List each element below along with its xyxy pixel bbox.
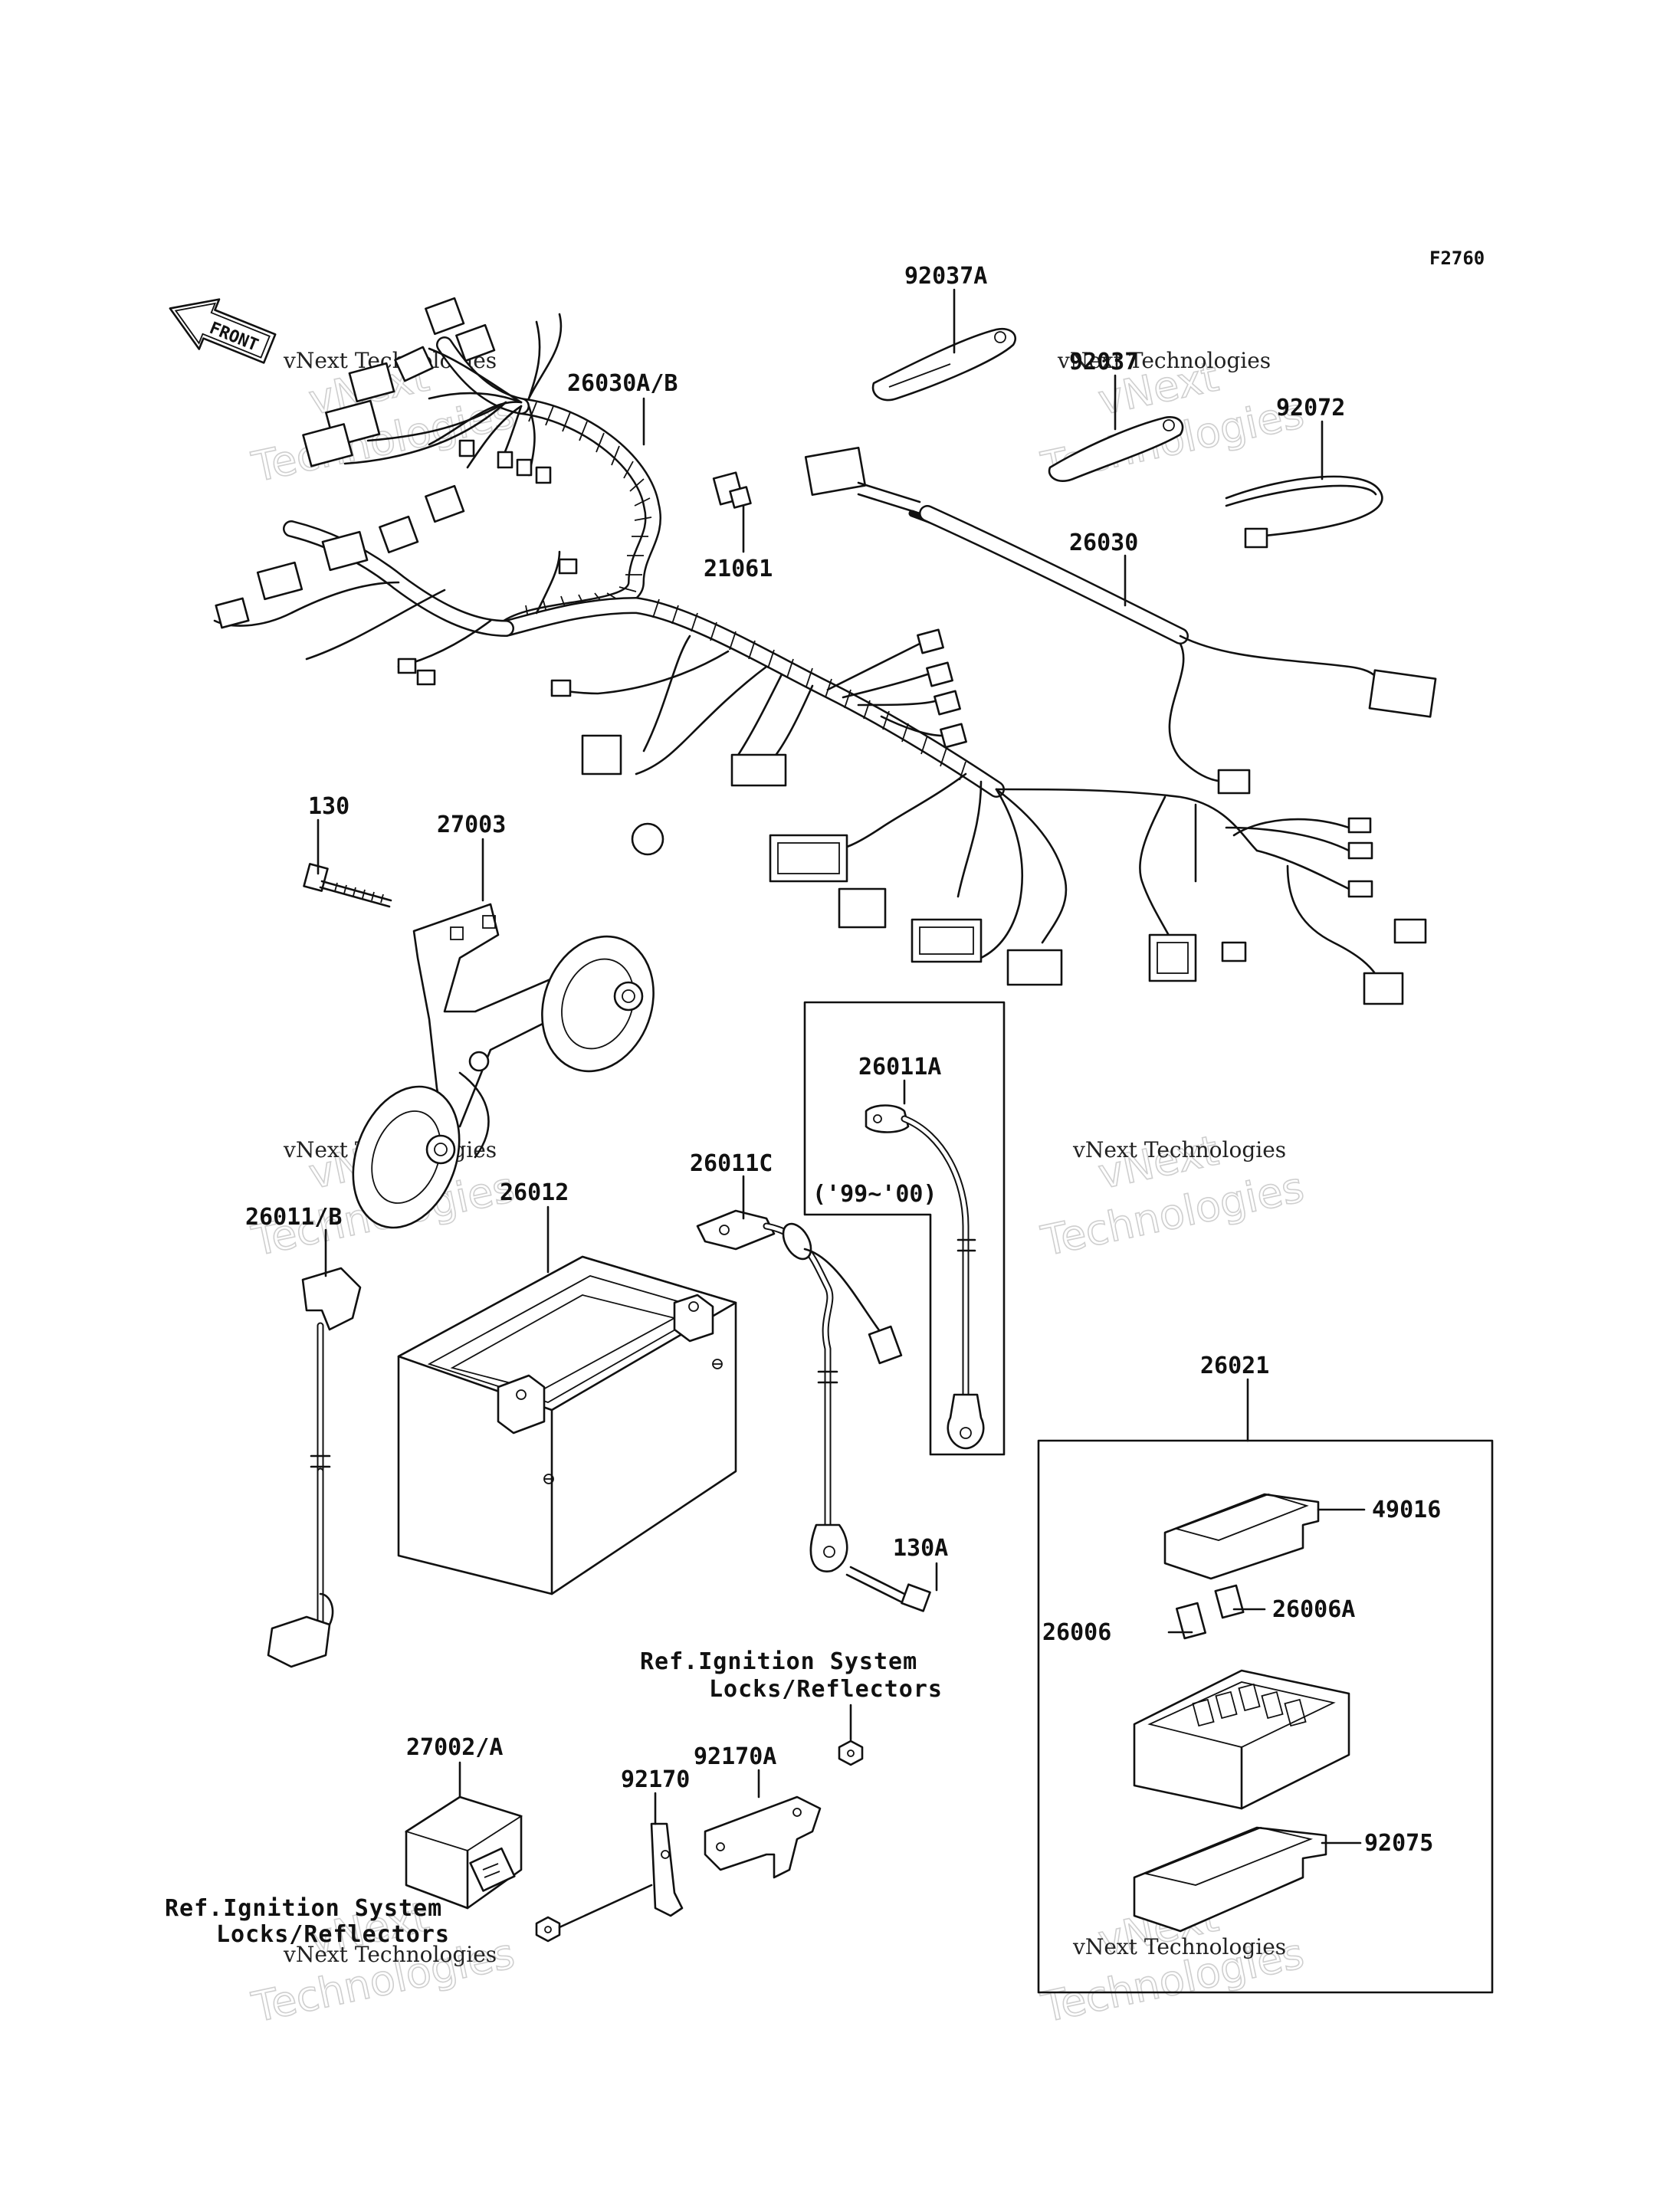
label-92072: 92072 [1276, 395, 1345, 421]
reference-notes: Ref.Ignition System Locks/Reflectors Ref… [165, 1648, 943, 1948]
label-130A: 130A [893, 1535, 948, 1562]
ref-ignition-right-line1: Ref.Ignition System [640, 1648, 917, 1675]
leader-lines [317, 288, 1366, 1844]
label-26011C: 26011C [690, 1150, 773, 1177]
strap-92037-icon [1048, 416, 1184, 483]
label-26011A: 26011A [858, 1054, 941, 1080]
label-26030: 26030 [1069, 530, 1138, 556]
fuse-box-icon [1037, 1439, 1494, 1994]
front-arrow-icon: FRONT [169, 298, 277, 364]
label-26012: 26012 [500, 1179, 569, 1206]
cable-tie-92072-icon [1225, 475, 1383, 549]
watermark-small-6: vNext Technologies [1072, 1934, 1286, 1959]
watermark-small-5: vNext Technologies [283, 1942, 497, 1967]
bolt-130-icon [303, 863, 392, 908]
label-92075: 92075 [1364, 1830, 1433, 1857]
watermark-small-4: vNext Technologies [1072, 1137, 1286, 1162]
label-21061: 21061 [704, 556, 773, 582]
label-92037: 92037 [1069, 349, 1138, 375]
ref-ignition-left-line2: Locks/Reflectors [216, 1921, 450, 1948]
ic-igniter-icon [404, 1795, 523, 1910]
watermark-small-2: vNext Technologies [1057, 348, 1271, 373]
strap-92037A-icon [871, 327, 1017, 402]
nut-lower-icon [535, 1884, 653, 1943]
label-26030AB: 26030A/B [567, 370, 678, 397]
label-27002A: 27002/A [406, 1734, 503, 1761]
connector-cluster-right [550, 628, 1427, 1005]
clip-21061-icon [712, 471, 752, 509]
label-26006A: 26006A [1272, 1596, 1355, 1623]
label-26011B: 26011/B [245, 1204, 342, 1231]
label-92170: 92170 [621, 1766, 690, 1793]
label-130: 130 [308, 793, 349, 820]
wiring-harness-icon [213, 297, 1437, 1005]
nut-upper-icon [838, 1703, 864, 1766]
label-26021: 26021 [1200, 1353, 1269, 1379]
battery-icon [397, 1255, 737, 1595]
cable-26011B-icon [267, 1267, 362, 1668]
figure-code: F2760 [1429, 248, 1485, 269]
ref-ignition-left-line1: Ref.Ignition System [165, 1895, 442, 1922]
bolt-130A-icon [845, 1562, 938, 1612]
label-92037A: 92037A [904, 263, 987, 290]
bracket-92170-icon [650, 1822, 684, 1917]
ref-ignition-right-line2: Locks/Reflectors [709, 1676, 943, 1703]
label-49016: 49016 [1372, 1497, 1441, 1523]
harness-26030 [804, 447, 1437, 795]
label-26006: 26006 [1042, 1619, 1111, 1646]
horn-icon [303, 863, 655, 1229]
connector-cluster-upper-left [215, 297, 578, 686]
cable-26011C-icon [696, 1209, 903, 1572]
label-27003: 27003 [437, 812, 506, 838]
part-labels: 92037A 92037 92072 26030A/B 21061 26030 … [245, 263, 1441, 1857]
bracket-92170A-icon [704, 1795, 822, 1879]
cable-26011A-box [803, 1001, 1006, 1456]
label-26011A-note: ('99~'00) [812, 1181, 937, 1208]
label-92170A: 92170A [694, 1743, 776, 1770]
